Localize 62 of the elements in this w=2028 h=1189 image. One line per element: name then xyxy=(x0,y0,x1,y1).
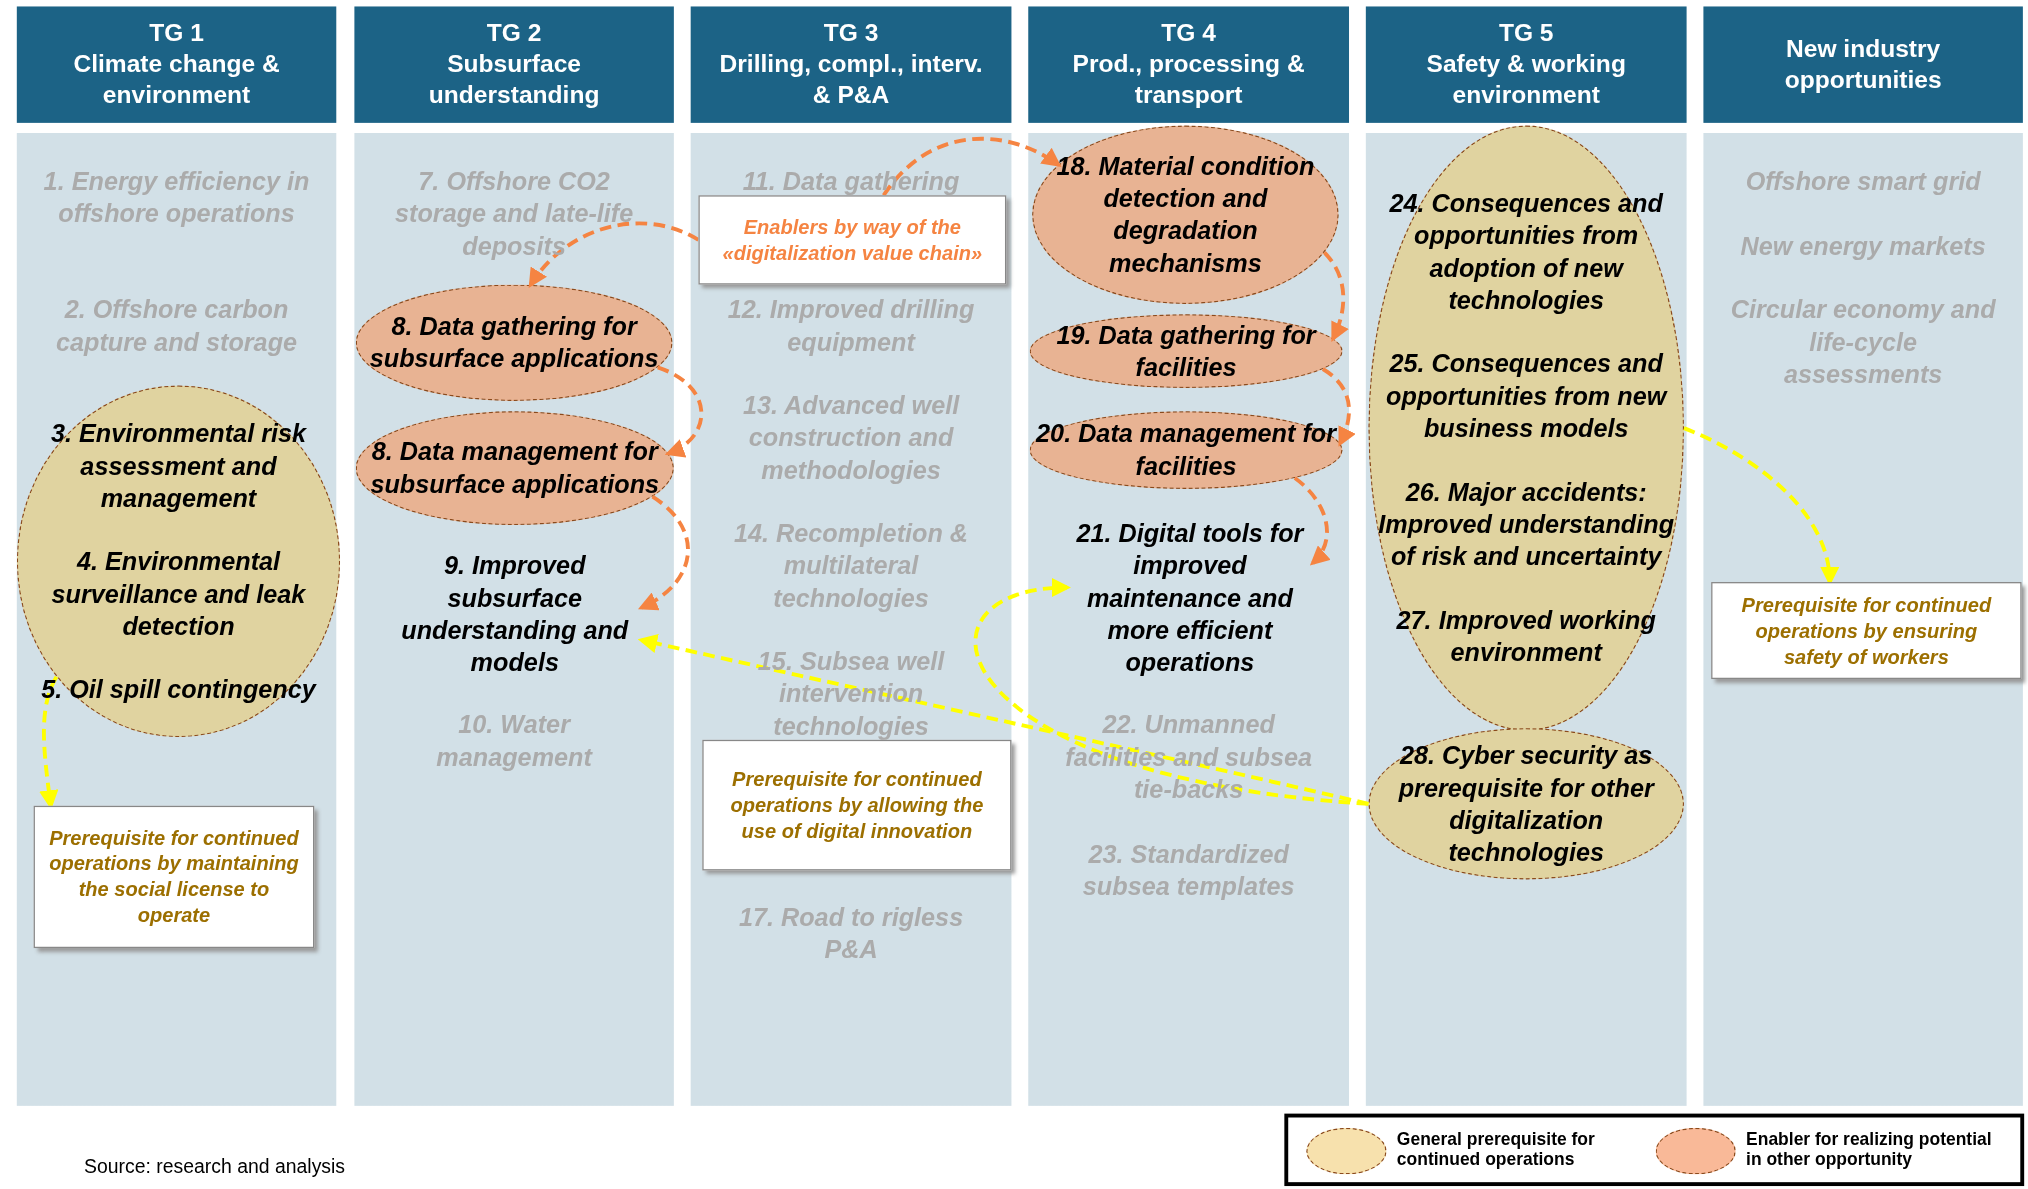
item-text: 20. Data management for facilities xyxy=(1034,418,1338,482)
column-header: New industry opportunities xyxy=(1703,6,2023,123)
item-text: 8. Data management for subsurface applications xyxy=(369,436,661,500)
column-header-text: TG 5 xyxy=(1498,18,1554,49)
legend-text: Enabler for realizing potential in other opportunity xyxy=(1746,1129,1993,1171)
column-panel xyxy=(1028,6,1349,1106)
column-header-text: Drilling, compl., interv. & P&A xyxy=(718,49,984,111)
dashed-arrow xyxy=(1321,367,1356,447)
item-text: 3. Environmental risk assessment and management xyxy=(49,417,308,514)
callout-box: Prerequisite for continued operations by allowing the use of digital innovation xyxy=(702,739,1012,871)
legend-text: General prerequisite for continued operations xyxy=(1396,1129,1596,1171)
item-text: 12. Improved drilling equipment xyxy=(726,293,976,358)
column-header-text: Safety & working environment xyxy=(1425,49,1627,111)
item-text: 1. Energy efficiency in offshore operations xyxy=(42,165,311,230)
callout-box: Enablers by way of the «digitalization value chain» xyxy=(698,195,1007,285)
column-panel xyxy=(16,6,337,1106)
dashed-arrow xyxy=(882,136,1062,197)
dashed-arrow xyxy=(1322,251,1349,343)
item-text: 25. Consequences and opportunities from new business models xyxy=(1385,348,1669,445)
item-text: 23. Standardized subsea templates xyxy=(1081,838,1296,903)
item-text: 10. Water management xyxy=(435,709,594,773)
item-text: 26. Major accidents: Improved understanding of risk and uncertainty xyxy=(1377,476,1676,573)
callout-box: Prerequisite for continued operations by ensuring safety of workers xyxy=(1711,582,2022,680)
column-panel xyxy=(690,6,1012,1106)
dashed-arrow xyxy=(637,634,1369,806)
column-header-text: TG 3 xyxy=(823,18,879,49)
dashed-arrow xyxy=(638,495,690,610)
item-text: 19. Data gathering for facilities xyxy=(1055,319,1318,383)
item-text: Offshore smart grid xyxy=(1744,165,1982,198)
item-text: 5. Oil spill contingency xyxy=(41,673,316,705)
item-text: 11. Data gathering xyxy=(741,165,961,198)
column-header-text: TG 2 xyxy=(486,18,542,49)
column-panel xyxy=(1703,6,2023,1106)
item-text: 21. Digital tools for improved maintenance and more efficient operations xyxy=(1067,517,1313,680)
callout-box: Prerequisite for continued operations by maintaining the social license to operate xyxy=(33,805,315,949)
highlight-ellipse xyxy=(1368,125,1684,731)
item-text: 4. Environmental surveillance and leak detection xyxy=(50,545,307,642)
item-text: 17. Road to rigless P&A xyxy=(737,901,965,966)
column-header-text: TG 1 xyxy=(149,18,204,49)
source-note: Source: research and analysis xyxy=(84,1155,346,1177)
column-panel xyxy=(1365,6,1687,1106)
item-text: 28. Cyber security as prerequisite for other digitalization technologies xyxy=(1397,739,1656,868)
item-text: 27. Improved working environment xyxy=(1395,604,1657,669)
column-panel xyxy=(354,6,674,1106)
column-header-text: Prod., processing & transport xyxy=(1071,49,1306,111)
dashed-arrow xyxy=(973,579,1369,806)
dashed-arrow xyxy=(528,221,700,288)
item-text: New energy markets xyxy=(1739,230,1987,262)
item-text: Circular economy and life-cycle assessments xyxy=(1729,293,1997,390)
dashed-arrow xyxy=(1293,476,1331,566)
item-text: 24. Consequences and opportunities from adoption of new technologies xyxy=(1388,187,1665,317)
item-text: 8. Data gathering for subsurface applications xyxy=(368,310,660,375)
item-text: 14. Recompletion & multilateral technologies xyxy=(733,517,970,614)
column-header-text: TG 4 xyxy=(1161,18,1216,49)
column-header-text: Subsurface understanding xyxy=(427,49,601,111)
dashed-arrow xyxy=(656,365,704,456)
item-text: 7. Offshore CO2 storage and late-life deposits xyxy=(394,165,635,262)
item-text: 9. Improved subsurface understanding and models xyxy=(388,549,642,680)
item-text: 13. Advanced well construction and methodologies xyxy=(741,389,961,486)
item-text: 2. Offshore carbon capture and storage xyxy=(55,293,299,358)
item-text: 18. Material condition detection and degradation mechanisms xyxy=(1055,150,1316,279)
column-header-text: Climate change & environment xyxy=(72,49,281,111)
